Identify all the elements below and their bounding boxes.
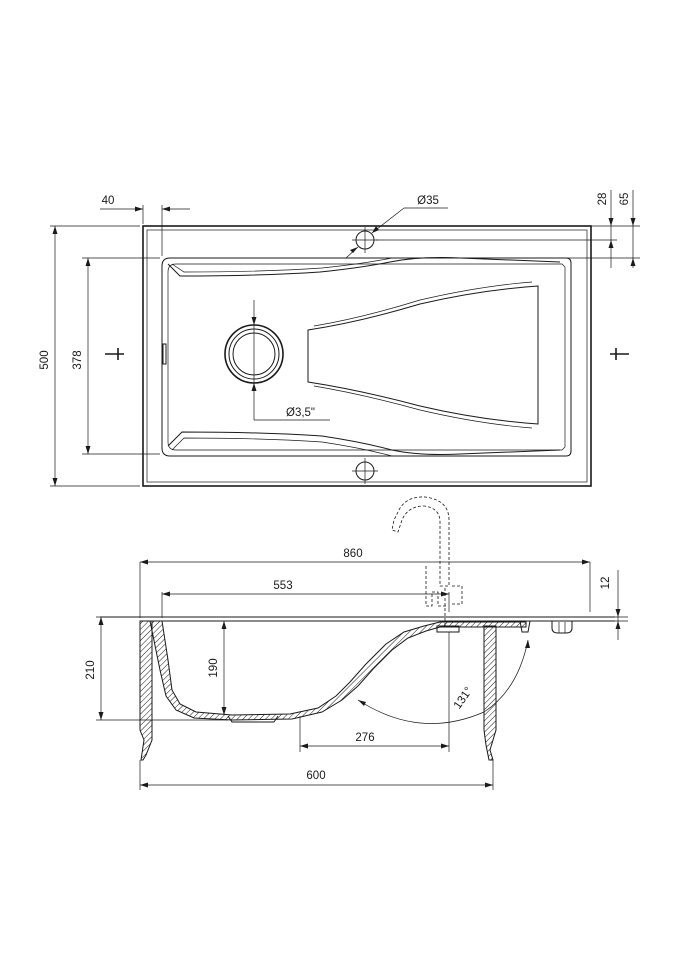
top-view: 500 378 40 Ø35 28 65 — [39, 190, 640, 487]
cabinet-wall-right — [483, 625, 497, 761]
bowl-wave-top — [167, 257, 561, 277]
section-marker-right-icon — [610, 348, 629, 360]
bowl-outline — [161, 257, 572, 457]
sink-outer-outline — [142, 225, 592, 487]
dim-bowl-reach: 553 — [273, 580, 292, 592]
dim-right-28: 28 — [597, 193, 609, 206]
drainer-groove-inner — [313, 281, 533, 327]
angle-arc — [357, 639, 529, 724]
dim-bowl-depth-side: 190 — [208, 658, 220, 677]
dim-cabinet-width: 600 — [306, 770, 325, 782]
cabinet-wall-left — [139, 620, 153, 761]
dim-tap-hole: Ø35 — [417, 195, 439, 207]
drainer-groove-inner-2 — [313, 385, 533, 429]
bowl-wave-bottom — [167, 431, 561, 455]
tap-base — [436, 625, 460, 633]
overflow-slot — [162, 343, 167, 365]
dim-rim-thickness: 12 — [600, 577, 612, 590]
side-view: 131° 860 553 12 210 190 — [85, 496, 628, 790]
dim-drain-span: 276 — [355, 732, 374, 744]
bowl-bottom-detail — [227, 715, 279, 723]
bowl-inner-outline — [167, 263, 566, 451]
drain-fitting-icon — [551, 621, 573, 634]
dim-bowl-depth: 378 — [72, 350, 84, 369]
section-marker-left-icon — [105, 348, 124, 360]
dim-total-width: 860 — [343, 548, 362, 560]
dim-total-depth: 500 — [39, 350, 51, 369]
bowl-wave-top-2 — [171, 257, 393, 273]
bowl-section — [149, 620, 527, 721]
drainer-groove — [307, 285, 539, 425]
dim-drain: Ø3,5" — [286, 407, 315, 419]
sink-inner-rim — [146, 229, 588, 483]
dim-angle: 131° — [452, 685, 475, 711]
dim-cabinet-height: 210 — [85, 660, 97, 679]
faucet-outline — [391, 496, 450, 626]
bowl-wave-bottom-2 — [171, 437, 393, 457]
dim-right-65: 65 — [619, 193, 631, 206]
dim-edge-offset: 40 — [102, 195, 115, 207]
